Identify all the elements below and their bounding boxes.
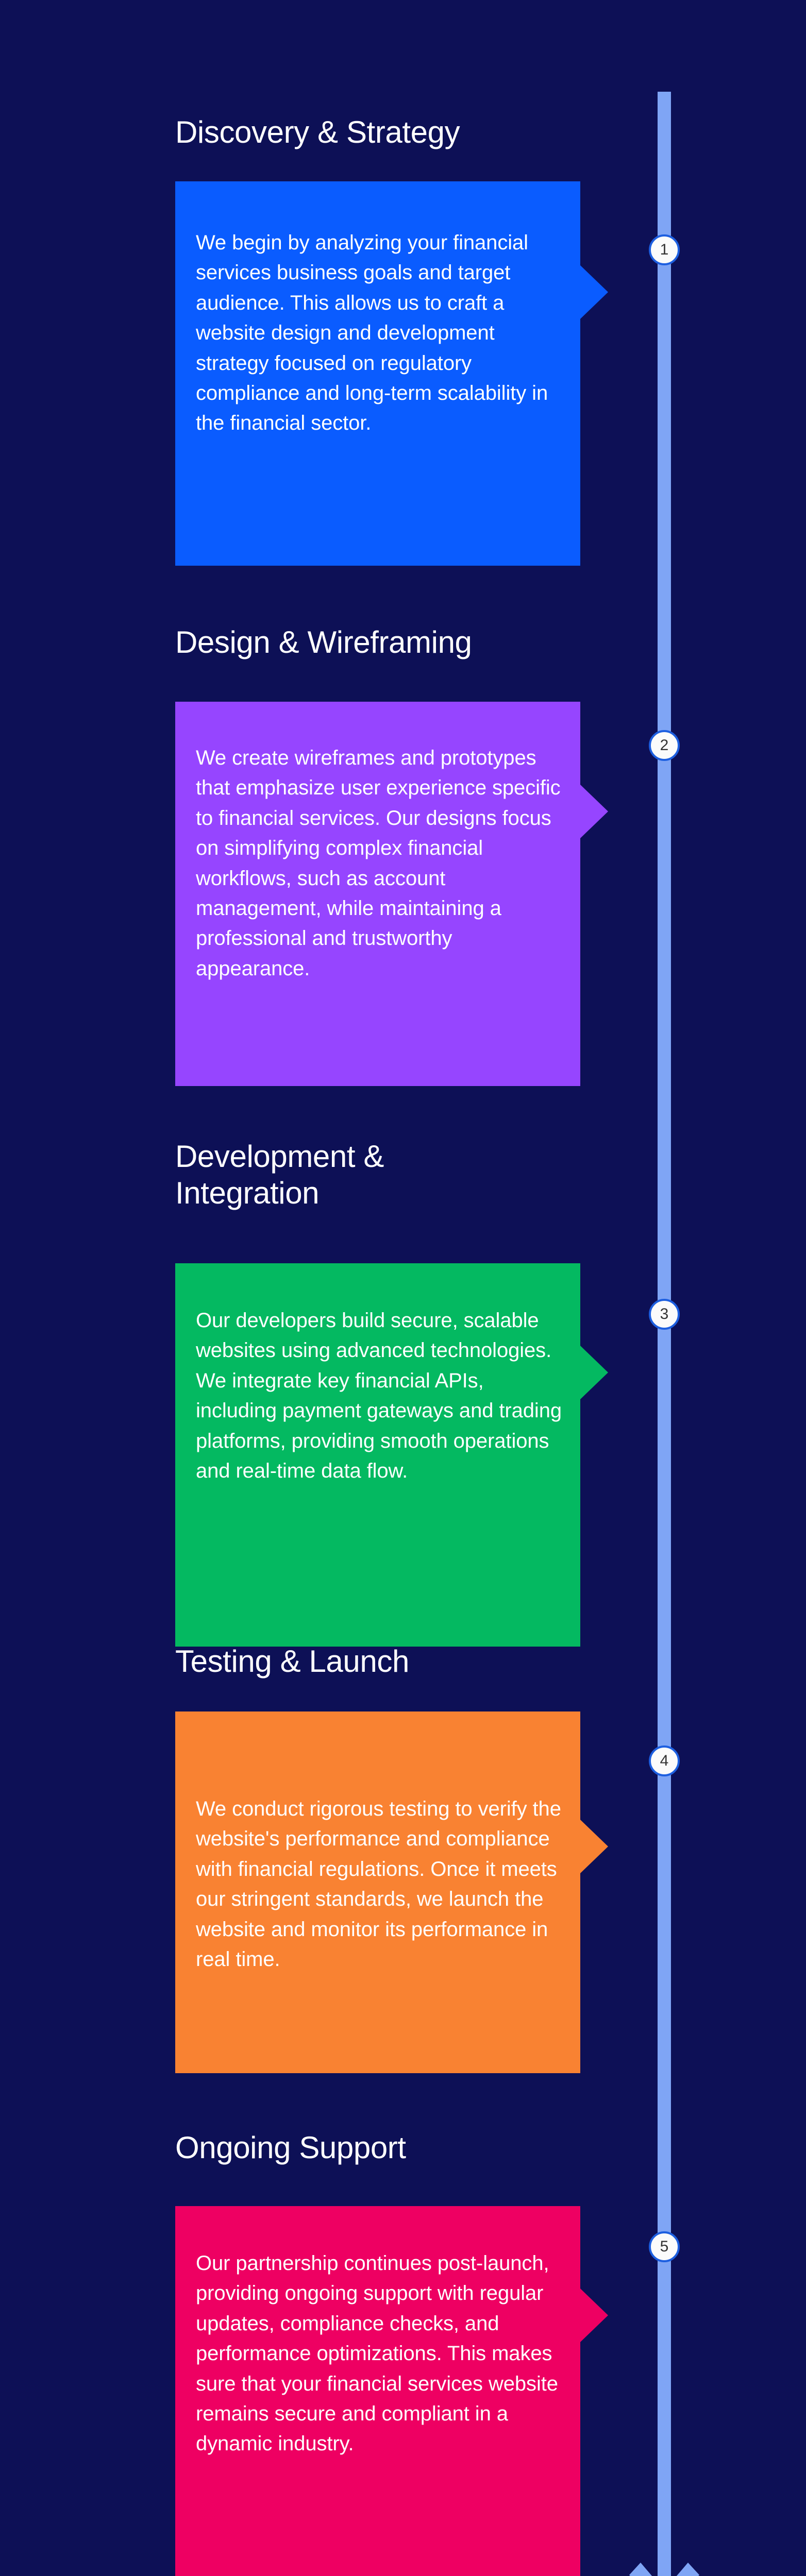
step-number-badge[interactable]: 2 <box>649 730 680 761</box>
step-title: Discovery & Strategy <box>175 115 460 149</box>
card-pointer-icon <box>580 1820 608 1873</box>
card-pointer-icon <box>580 1346 608 1399</box>
step-description: We conduct rigorous testing to verify th… <box>196 1798 561 1971</box>
step-title: Development & Integration <box>175 1139 384 1210</box>
step-card: We create wireframes and prototypes that… <box>175 702 608 1086</box>
step-card: Our developers build secure, scalable we… <box>175 1263 608 1647</box>
step-description: We begin by analyzing your financial ser… <box>196 231 548 435</box>
step-title: Ongoing Support <box>175 2130 406 2165</box>
timeline-spine <box>658 92 671 2576</box>
card-pointer-icon <box>580 2289 608 2342</box>
step-title: Testing & Launch <box>175 1644 409 1679</box>
step-description: We create wireframes and prototypes that… <box>196 747 561 980</box>
card-pointer-icon <box>580 785 608 838</box>
card-pointer-icon <box>580 265 608 319</box>
step-number-badge[interactable]: 5 <box>649 2231 680 2262</box>
step-number-badge[interactable]: 3 <box>649 1299 680 1330</box>
step-description: Our partnership continues post-launch, p… <box>196 2252 558 2455</box>
step-card: We begin by analyzing your financial ser… <box>175 181 608 566</box>
step-title: Design & Wireframing <box>175 625 472 659</box>
step-description: Our developers build secure, scalable we… <box>196 1309 562 1482</box>
timeline-arrow-down-icon <box>629 2546 699 2576</box>
step-number-badge[interactable]: 4 <box>649 1745 680 1776</box>
step-card: Our partnership continues post-launch, p… <box>175 2206 608 2576</box>
step-card: We conduct rigorous testing to verify th… <box>175 1711 608 2073</box>
step-number-badge[interactable]: 1 <box>649 234 680 265</box>
